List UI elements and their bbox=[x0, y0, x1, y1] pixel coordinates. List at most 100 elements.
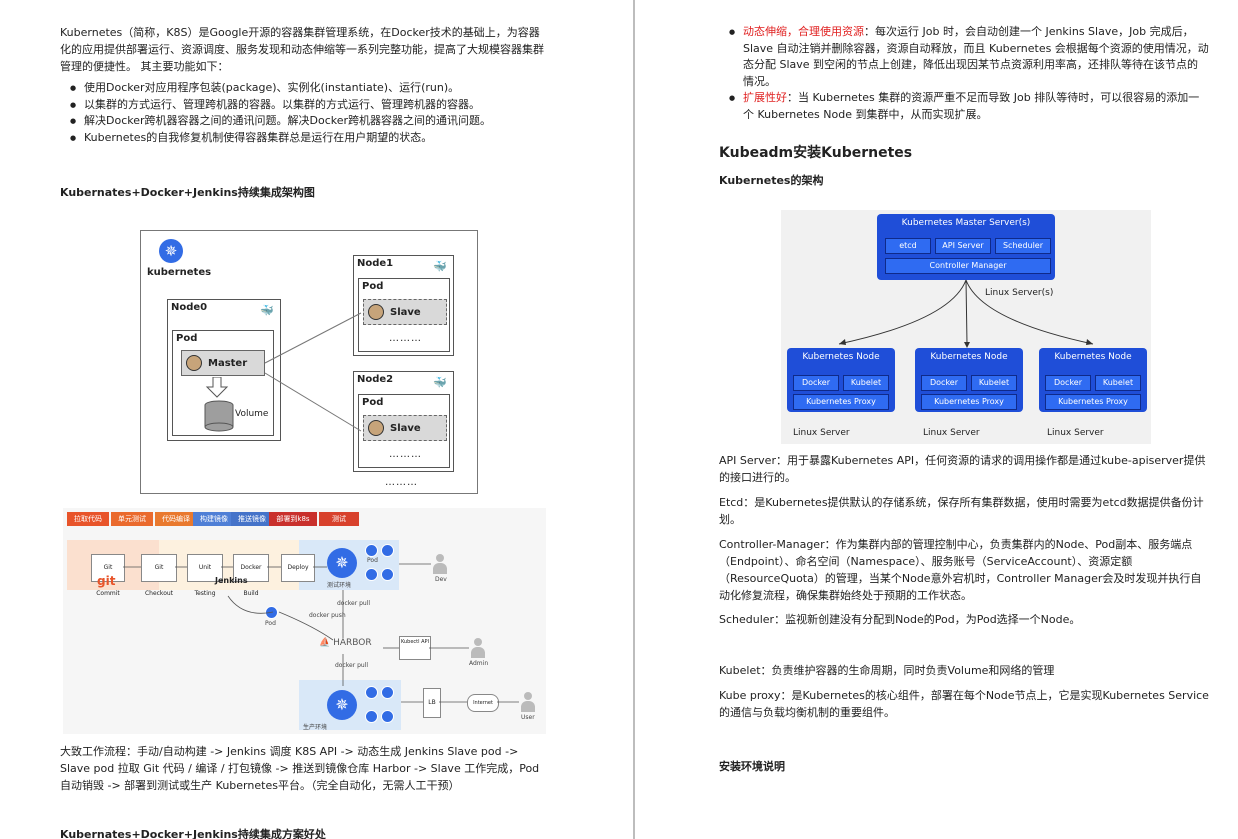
more-dots: ……… bbox=[389, 449, 422, 460]
docker-whale-icon: 🐳 bbox=[433, 260, 447, 273]
benefit-highlight: 动态伸缩，合理使用资源 bbox=[743, 25, 864, 38]
benefit-highlight: 扩展性好 bbox=[743, 91, 787, 104]
test-env-label: 测试环境 bbox=[327, 582, 352, 589]
pipeline-step: Docker Build bbox=[233, 554, 269, 597]
benefit-text: ：当 Kubernetes 集群的资源严重不足而导致 Job 排队等待时，可以很… bbox=[743, 91, 1200, 121]
docker-push-label: docker push bbox=[309, 612, 346, 619]
pod-icon bbox=[381, 568, 394, 581]
list-item: 使用Docker对应用程序包装(package)、实例化(instantiate… bbox=[60, 80, 560, 97]
list-item: 以集群的方式运行、管理跨机器的容器。以集群的方式运行、管理跨机器的容器。 bbox=[60, 97, 560, 114]
dev-label: Dev bbox=[435, 576, 447, 583]
more-dots: ……… bbox=[389, 333, 422, 344]
section-title-architecture: Kubernates+Docker+Jenkins持续集成架构图 bbox=[60, 186, 315, 199]
kubernetes-logo-text: kubernetes bbox=[147, 267, 212, 278]
pod-icon bbox=[381, 544, 394, 557]
stage-chevron: 拉取代码 bbox=[67, 512, 109, 526]
etcd-box: etcd bbox=[885, 238, 931, 254]
kubernetes-logo-icon: ✵ bbox=[159, 239, 183, 263]
master-label: Master bbox=[208, 357, 248, 369]
list-item: 动态伸缩，合理使用资源：每次运行 Job 时，会自动创建一个 Jenkins S… bbox=[719, 24, 1209, 90]
pod-box: Pod Slave ……… bbox=[358, 278, 450, 352]
api-server-paragraph: API Server：用于暴露Kubernetes API，任何资源的请求的调用… bbox=[719, 454, 1206, 484]
docker-pull-label: docker pull bbox=[335, 662, 369, 669]
scheduler-box: Scheduler bbox=[995, 238, 1051, 254]
prod-env-label: 生产环境 bbox=[303, 724, 328, 731]
kubernetes-proxy-box: Kubernetes Proxy bbox=[921, 394, 1017, 410]
workflow-paragraph: 大致工作流程：手动/自动构建 -> Jenkins 调度 K8S API -> … bbox=[60, 745, 540, 792]
kubelet-box: Kubelet bbox=[843, 375, 889, 391]
user-label: User bbox=[521, 714, 535, 721]
down-arrow-icon bbox=[205, 377, 229, 398]
stage-chevron: 构建镜像 bbox=[193, 512, 235, 526]
cluster-arrows bbox=[838, 279, 1094, 348]
docker-box: Docker bbox=[1045, 375, 1091, 391]
pod-label: Pod bbox=[362, 397, 384, 408]
list-item: 解决Docker跨机器容器之间的通讯问题。解决Docker跨机器容器之间的通讯问… bbox=[60, 113, 560, 130]
node2-label: Node2 bbox=[357, 374, 394, 385]
user-person-icon bbox=[521, 692, 535, 712]
worker-node-title: Kubernetes Node bbox=[1054, 352, 1132, 362]
benefit-list: 动态伸缩，合理使用资源：每次运行 Job 时，会自动创建一个 Jenkins S… bbox=[719, 24, 1209, 123]
master-server-title: Kubernetes Master Server(s) bbox=[901, 218, 1031, 228]
linux-servers-label: Linux Server(s) bbox=[985, 288, 1054, 298]
harbor-label: HARBOR bbox=[333, 638, 372, 648]
pipeline-arrows bbox=[123, 563, 519, 703]
volume-label: Volume bbox=[235, 409, 269, 419]
connector-lines bbox=[264, 312, 362, 432]
pod-box: Pod Slave ……… bbox=[358, 394, 450, 468]
lb-box: LB bbox=[423, 688, 441, 718]
ci-architecture-diagram: ✵ kubernetes Node0 🐳 Pod Master bbox=[140, 230, 478, 494]
subheading-architecture: Kubernetes的架构 bbox=[719, 174, 824, 187]
node0-box: Node0 🐳 Pod Master Volume bbox=[167, 299, 281, 441]
kubernetes-test-icon: ✵ bbox=[327, 548, 357, 578]
harbor-logo: ⛵ HARBOR bbox=[319, 638, 372, 648]
docker-box: Docker bbox=[921, 375, 967, 391]
jenkins-icon bbox=[186, 355, 202, 371]
node1-box: Node1 🐳 Pod Slave ……… bbox=[353, 255, 454, 356]
pod-icon bbox=[365, 544, 378, 557]
pod-label: Pod bbox=[265, 620, 276, 627]
pod-label: Pod bbox=[362, 281, 384, 292]
pod-icon bbox=[365, 568, 378, 581]
linux-server-label: Linux Server bbox=[923, 428, 980, 438]
worker-node-title: Kubernetes Node bbox=[802, 352, 880, 362]
linux-server-label: Linux Server bbox=[793, 428, 850, 438]
kubernetes-proxy-box: Kubernetes Proxy bbox=[793, 394, 889, 410]
page-gutter bbox=[633, 0, 635, 839]
admin-label: Admin bbox=[469, 660, 489, 667]
jenkins-zone bbox=[159, 540, 299, 590]
kubelet-paragraph: Kubelet：负责维护容器的生命周期，同时负责Volume和网络的管理 bbox=[719, 664, 1055, 677]
stage-chevron: 部署到k8s bbox=[269, 512, 317, 526]
kubernetes-cluster-diagram: Kubernetes Master Server(s) etcd API Ser… bbox=[781, 210, 1151, 444]
worker-node-title: Kubernetes Node bbox=[930, 352, 1008, 362]
docker-whale-icon: 🐳 bbox=[260, 304, 274, 317]
jenkins-logo-text: Jenkins bbox=[215, 576, 248, 585]
kubelet-box: Kubelet bbox=[1095, 375, 1141, 391]
feature-list: 使用Docker对应用程序包装(package)、实例化(instantiate… bbox=[60, 80, 560, 146]
pod-box: Pod Master Volume bbox=[172, 330, 274, 436]
master-box: Master bbox=[181, 350, 265, 376]
api-server-box: API Server bbox=[935, 238, 991, 254]
pod-icon bbox=[365, 710, 378, 723]
docker-box: Docker bbox=[793, 375, 839, 391]
worker-node-box: Kubernetes Node Docker Kubelet Kubernete… bbox=[787, 348, 895, 412]
stage-chevron: 代码编译 bbox=[155, 512, 197, 526]
list-item: 扩展性好：当 Kubernetes 集群的资源严重不足而导致 Job 排队等待时… bbox=[719, 90, 1209, 123]
controller-manager-paragraph: Controller-Manager：作为集群内部的管理控制中心，负责集群内的N… bbox=[719, 538, 1202, 602]
master-server-box: Kubernetes Master Server(s) etcd API Ser… bbox=[877, 214, 1055, 280]
right-page: 动态伸缩，合理使用资源：每次运行 Job 时，会自动创建一个 Jenkins S… bbox=[635, 0, 1238, 839]
pod-icon bbox=[365, 686, 378, 699]
docker-whale-icon: 🐳 bbox=[433, 376, 447, 389]
more-nodes-dots: ……… bbox=[385, 477, 418, 488]
docker-pull-label: docker pull bbox=[337, 600, 371, 607]
section-title-install-env: 安装环境说明 bbox=[719, 760, 785, 773]
intro-paragraph: Kubernetes（简称，K8S）是Google开源的容器集群管理系统，在Do… bbox=[60, 26, 544, 73]
pipeline-step: Git Checkout bbox=[141, 554, 177, 597]
node2-box: Node2 🐳 Pod Slave ……… bbox=[353, 371, 454, 472]
pipeline-step: Deploy bbox=[281, 554, 315, 582]
stage-chevron: 测试 bbox=[319, 512, 359, 526]
left-page: Kubernetes（简称，K8S）是Google开源的容器集群管理系统，在Do… bbox=[0, 0, 633, 839]
pipeline-step: Git Commit bbox=[91, 554, 125, 597]
slave-label: Slave bbox=[390, 422, 421, 434]
internet-cloud: Internet bbox=[467, 694, 499, 712]
